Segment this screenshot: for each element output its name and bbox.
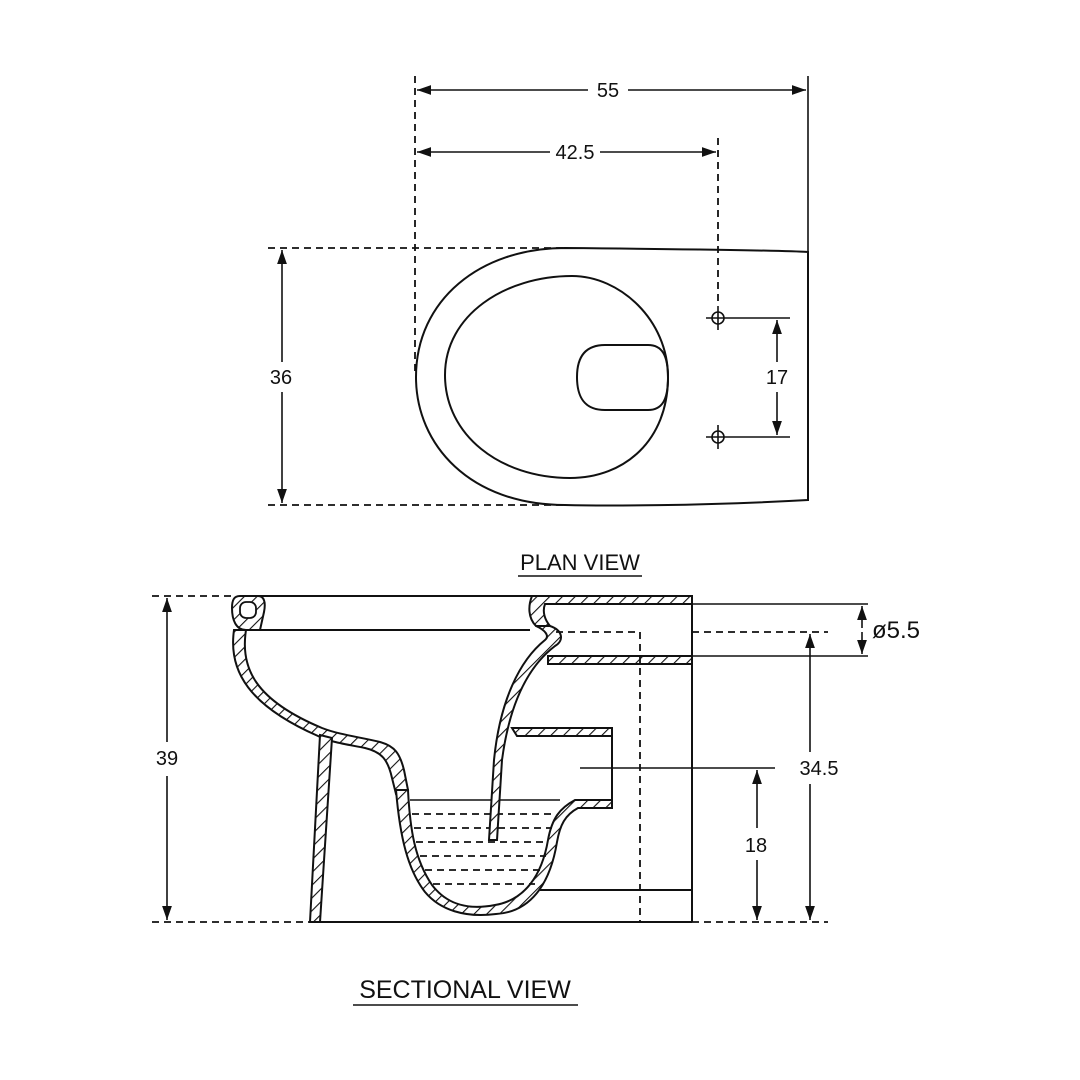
fixing-hole-top <box>706 306 790 330</box>
trap-water <box>410 799 560 885</box>
dimension-width: 36 <box>268 247 565 506</box>
dimension-label-17: 17 <box>766 367 788 389</box>
dimension-label-18: 18 <box>745 835 767 857</box>
plan-view-title: PLAN VIEW <box>520 550 640 575</box>
front-foot-wall <box>308 733 334 923</box>
sectional-view-title: SECTIONAL VIEW <box>359 976 571 1004</box>
plan-bowl-rim <box>443 274 670 480</box>
dimension-overall-length: 55 <box>414 76 809 372</box>
inlet-pipe-top-wall <box>528 595 693 627</box>
dimension-label-inlet-diameter: ø5.5 <box>872 617 920 644</box>
dimension-label-55: 55 <box>597 80 619 102</box>
dimension-inlet-height: 34.5 <box>692 631 839 923</box>
dimension-height: 39 <box>152 595 312 923</box>
trap-wall <box>394 789 613 916</box>
sectional-view: 39 <box>152 595 920 1006</box>
plan-outer-outline <box>414 246 809 507</box>
dimension-label-36: 36 <box>270 367 292 389</box>
dimension-hole-distance: 42.5 <box>417 138 719 305</box>
dimension-hole-spacing: 17 <box>766 320 788 435</box>
dimension-outlet-height: 18 <box>580 767 775 920</box>
dimension-label-39: 39 <box>156 748 178 770</box>
dimension-label-42-5: 42.5 <box>556 142 595 164</box>
plan-view: 55 42.5 36 <box>268 76 809 577</box>
plan-outlet-opening <box>575 344 670 411</box>
outlet-spigot-top-wall <box>510 727 613 737</box>
dimension-label-34-5: 34.5 <box>800 758 839 780</box>
inlet-pipe-bottom-wall <box>547 655 693 665</box>
fixing-hole-bottom <box>706 425 790 449</box>
back-bowl-wall <box>487 625 562 841</box>
dimension-inlet-diameter: ø5.5 <box>692 603 920 657</box>
